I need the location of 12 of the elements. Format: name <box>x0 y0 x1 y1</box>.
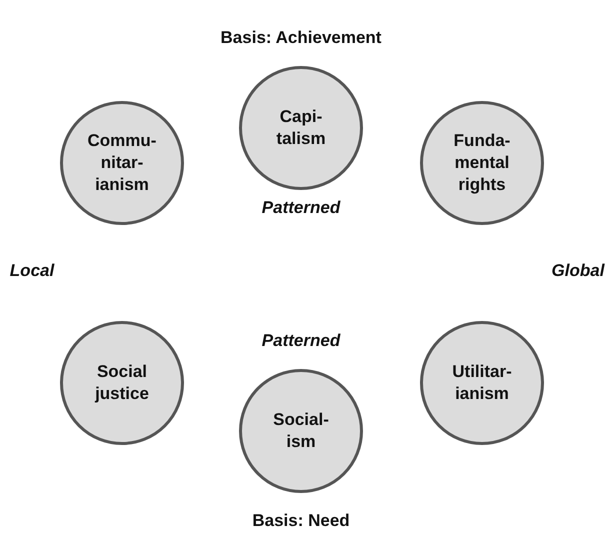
axis-label: Patterned <box>262 331 340 351</box>
axis-label: Global <box>552 261 604 281</box>
node-label: Social- ism <box>272 409 330 453</box>
node-label: Commu- nitar- ianism <box>86 130 158 196</box>
axis-label: Patterned <box>262 198 340 218</box>
node-label: Capi- talism <box>275 106 327 150</box>
node-label: Utilitar- ianism <box>451 361 513 405</box>
node-label: Funda- mental rights <box>452 130 512 196</box>
axis-label: Local <box>10 261 54 281</box>
basis-label: Basis: Need <box>252 511 350 531</box>
node-label: Social justice <box>94 361 150 405</box>
basis-label: Basis: Achievement <box>220 28 382 48</box>
